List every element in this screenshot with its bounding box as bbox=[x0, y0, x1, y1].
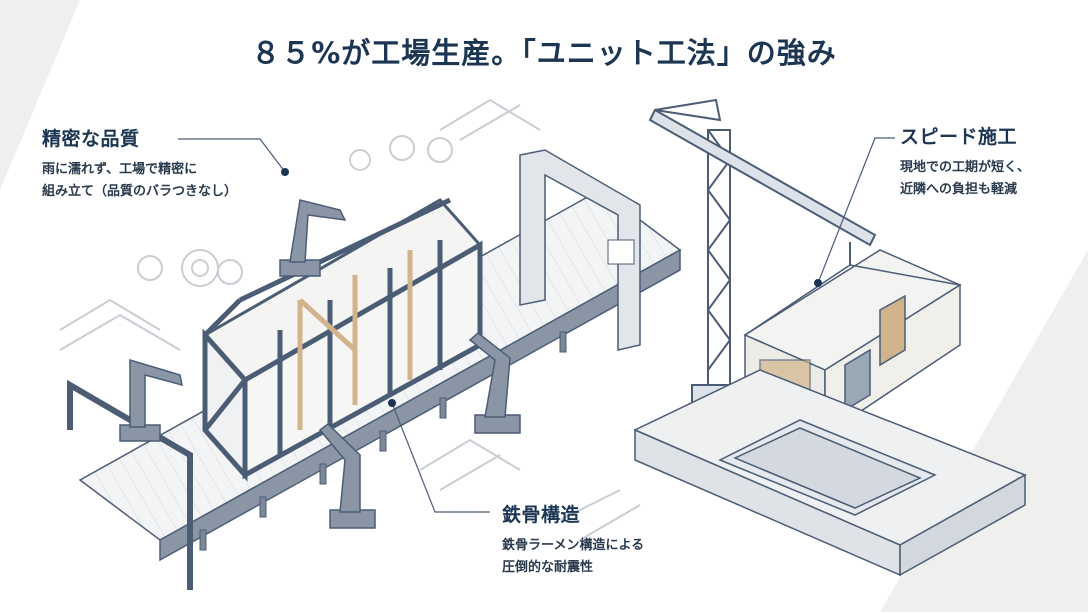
callout-leaders bbox=[178, 137, 895, 513]
callout-text: 組み立て（品質のバラつきなし） bbox=[42, 184, 238, 199]
callout-text: 現地での工期が短く、 bbox=[900, 160, 1031, 175]
callout-text: 雨に濡れず、工場で精密に bbox=[42, 162, 198, 177]
callout-heading: 鉄骨構造 bbox=[502, 504, 581, 526]
wood-studs bbox=[297, 250, 413, 430]
robot-arms bbox=[119, 199, 521, 529]
callout-precision-quality: 精密な品質 雨に濡れず、工場で精密に 組み立て（品質のバラつきなし） bbox=[42, 124, 237, 203]
modular-unit bbox=[743, 249, 962, 437]
callout-steel-structure: 鉄骨構造 鉄骨ラーメン構造による 圧倒的な耐震性 bbox=[502, 500, 644, 579]
foundation bbox=[633, 369, 1027, 577]
gear-icons bbox=[59, 98, 641, 541]
callout-speed-construction: スピード施工 現地での工期が短く、 近隣への負担も軽減 bbox=[900, 122, 1030, 201]
callout-text: 近隣への負担も軽減 bbox=[900, 182, 1018, 197]
callout-text: 鉄骨ラーメン構造による bbox=[502, 538, 645, 553]
inspection-gate bbox=[519, 149, 641, 351]
callout-text: 圧倒的な耐震性 bbox=[502, 560, 594, 575]
page-title: ８５%が工場生産。「ユニット工法」の強み bbox=[251, 36, 837, 70]
steel-frame-house bbox=[202, 197, 483, 482]
callout-heading: スピード施工 bbox=[900, 126, 1018, 148]
callout-heading: 精密な品質 bbox=[42, 128, 140, 150]
